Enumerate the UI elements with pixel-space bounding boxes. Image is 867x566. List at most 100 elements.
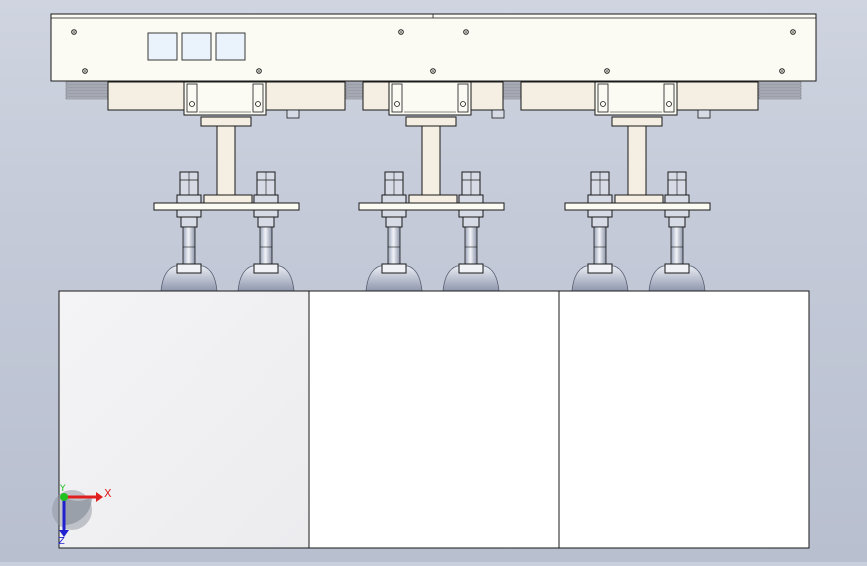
clamp-block <box>388 81 472 116</box>
lower-block <box>58 290 310 549</box>
bracket-foot <box>614 194 664 204</box>
clamp-ear-right <box>663 83 675 113</box>
rail-fin <box>65 90 109 94</box>
foot-base-collar <box>253 263 279 274</box>
rail-fin <box>65 93 109 97</box>
rail-screw-hole <box>430 68 436 74</box>
side-stub <box>491 109 505 119</box>
side-stub <box>697 109 711 119</box>
rail-fin <box>502 93 523 97</box>
rail-window <box>215 32 246 61</box>
rail-fin <box>758 84 802 88</box>
foot-lock-nut <box>591 216 609 228</box>
triad-z-label: Z <box>58 536 65 547</box>
foot-washer-bottom <box>176 209 202 218</box>
rail-screw-hole-center <box>432 70 434 72</box>
foot-base-pad <box>571 265 629 292</box>
clamp-bolt <box>666 101 672 107</box>
rail-fin <box>345 93 365 97</box>
rail-screw-hole-center <box>84 70 86 72</box>
triad-y-dot <box>60 493 68 501</box>
foot-washer-bottom <box>253 209 279 218</box>
rail-fin <box>345 90 365 94</box>
foot-washer-bottom <box>587 209 613 218</box>
t-bracket-web <box>627 125 647 197</box>
module <box>520 81 759 292</box>
mounting-plate <box>564 202 711 211</box>
foot-base-pad <box>237 265 295 292</box>
t-bracket-flange <box>200 116 252 127</box>
module-group <box>107 81 759 292</box>
rail-window <box>181 32 212 61</box>
rail-screw-hole <box>790 29 796 35</box>
foot-washer-top <box>253 194 279 204</box>
rail-fin <box>345 84 365 88</box>
foot-washer-top <box>664 194 690 204</box>
rail-fin <box>345 81 365 85</box>
module <box>107 81 346 292</box>
triad-x-arrow <box>96 492 103 502</box>
foot-base-collar <box>458 263 484 274</box>
mounting-plate <box>358 202 505 211</box>
t-bracket-flange <box>611 116 663 127</box>
rail-screw-hole-center <box>73 31 75 33</box>
rail-screw-holes <box>71 29 796 74</box>
rail-fin <box>758 87 802 91</box>
coordinate-triad[interactable]: X Y Z <box>52 484 112 547</box>
clamp-ear-left <box>391 83 403 113</box>
foot-washer-top <box>381 194 407 204</box>
rail-fin <box>502 90 523 94</box>
rail-fin <box>758 93 802 97</box>
rail-screw-hole <box>71 29 77 35</box>
rail-screw-hole-center <box>606 70 608 72</box>
rail-fin <box>502 96 523 100</box>
foot-lock-nut <box>257 216 275 228</box>
triad-z-arrow <box>59 530 69 537</box>
lower-block <box>558 290 810 549</box>
t-bracket-flange <box>405 116 457 127</box>
rail-windows <box>147 32 246 61</box>
clamp-ear-right <box>252 83 264 113</box>
lower-blocks <box>58 290 810 549</box>
foot-base-pad <box>365 265 423 292</box>
rail-screw-hole <box>779 68 785 74</box>
foot-base-pad <box>648 265 706 292</box>
rail-fin <box>502 87 523 91</box>
foot-washer-bottom <box>458 209 484 218</box>
rail-screw-hole <box>604 68 610 74</box>
top-rail-body <box>50 13 817 82</box>
top-rail <box>50 13 817 100</box>
lower-block <box>308 290 560 549</box>
foot-lock-nut <box>180 216 198 228</box>
rail-screw-hole-center <box>792 31 794 33</box>
module <box>358 81 505 292</box>
foot-lock-nut <box>668 216 686 228</box>
rail-screw-hole-center <box>781 70 783 72</box>
rail-fin <box>502 81 523 85</box>
triad-x-label: X <box>104 487 112 500</box>
clamp-bolt <box>189 101 195 107</box>
clamp-ear-right <box>457 83 469 113</box>
foot-washer-bottom <box>381 209 407 218</box>
foot-washer-top <box>587 194 613 204</box>
t-bracket-web <box>216 125 236 197</box>
clamp-block <box>183 81 267 116</box>
rail-fin <box>65 87 109 91</box>
side-stub <box>286 109 300 119</box>
foot-lock-nut <box>462 216 480 228</box>
foot-base-collar <box>664 263 690 274</box>
foot-base-pad <box>442 265 500 292</box>
rail-fin <box>758 90 802 94</box>
rail-screw-hole <box>256 68 262 74</box>
triad-y-label: Y <box>59 484 66 494</box>
bracket-foot <box>408 194 458 204</box>
rail-fin <box>758 96 802 100</box>
rail-screw-hole <box>398 29 404 35</box>
rail-screw-hole <box>82 68 88 74</box>
rail-fin <box>65 81 109 85</box>
rail-side-fins <box>65 81 802 100</box>
foot-base-collar <box>587 263 613 274</box>
bracket-foot <box>203 194 253 204</box>
